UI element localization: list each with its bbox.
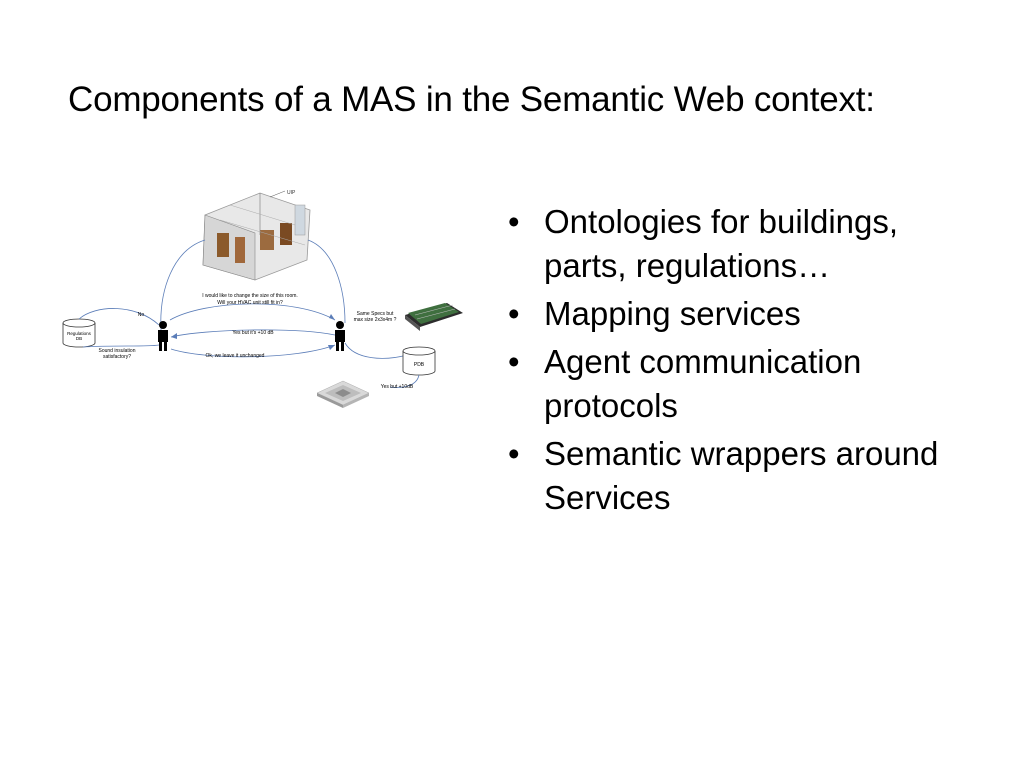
- message-sound-question-1: Sound insulation: [99, 348, 136, 354]
- bullet-item-semantic-wrappers: • Semantic wrappers around Services: [506, 432, 976, 520]
- message-change-request-1: I would like to change the size of this …: [202, 293, 298, 299]
- regulations-database-icon: Regulations DB: [62, 318, 96, 348]
- message-same-specs-1: Same Specs but: [357, 311, 394, 317]
- agent-interaction-diagram: UIP I would like to change the size of t…: [62, 190, 463, 408]
- regulations-db-label-2: DB: [76, 336, 82, 341]
- bullet-text: Ontologies for buildings, parts, regulat…: [544, 203, 899, 284]
- message-reply-yes: Yes but it's +10 dB: [232, 330, 274, 336]
- bullet-text: Mapping services: [544, 295, 801, 332]
- bullet-item-ontologies: • Ontologies for buildings, parts, regula…: [506, 200, 976, 288]
- left-agent-person-icon: [158, 321, 168, 351]
- building-label: UIP: [287, 190, 296, 196]
- regulations-db-label-1: Regulations: [67, 331, 92, 336]
- right-agent-person-icon: [335, 321, 345, 351]
- bullet-symbol: •: [508, 435, 520, 472]
- bullet-symbol: •: [508, 203, 520, 240]
- message-sound-question-2: satisfactory?: [103, 354, 131, 360]
- message-yes-10db: Yes but +10dB: [381, 384, 414, 390]
- slide-title: Components of a MAS in the Semantic Web …: [68, 80, 875, 119]
- message-no: No: [138, 312, 145, 318]
- message-change-request-2: Will your HVAC unit still fit in?: [217, 300, 283, 306]
- pdb-database-icon: PDB: [402, 346, 436, 376]
- pdb-label: PDB: [414, 362, 425, 368]
- bullet-list: • Ontologies for buildings, parts, regula…: [506, 200, 976, 524]
- bullet-item-agent-communication: • Agent communication protocols: [506, 340, 976, 428]
- message-same-specs-2: max size 2x3x4m ?: [354, 317, 397, 323]
- bullet-symbol: •: [508, 295, 520, 332]
- building-model-icon: UIP: [202, 190, 311, 281]
- bullet-text: Agent communication protocols: [544, 343, 862, 424]
- bullet-item-mapping: • Mapping services: [506, 292, 976, 336]
- bullet-symbol: •: [508, 343, 520, 380]
- bullet-text: Semantic wrappers around Services: [544, 435, 939, 516]
- ceiling-fan-unit-icon: [316, 380, 370, 408]
- message-reply-ok: Ok, we leave it unchanged: [206, 353, 265, 359]
- hvac-unit-icon: [405, 303, 463, 331]
